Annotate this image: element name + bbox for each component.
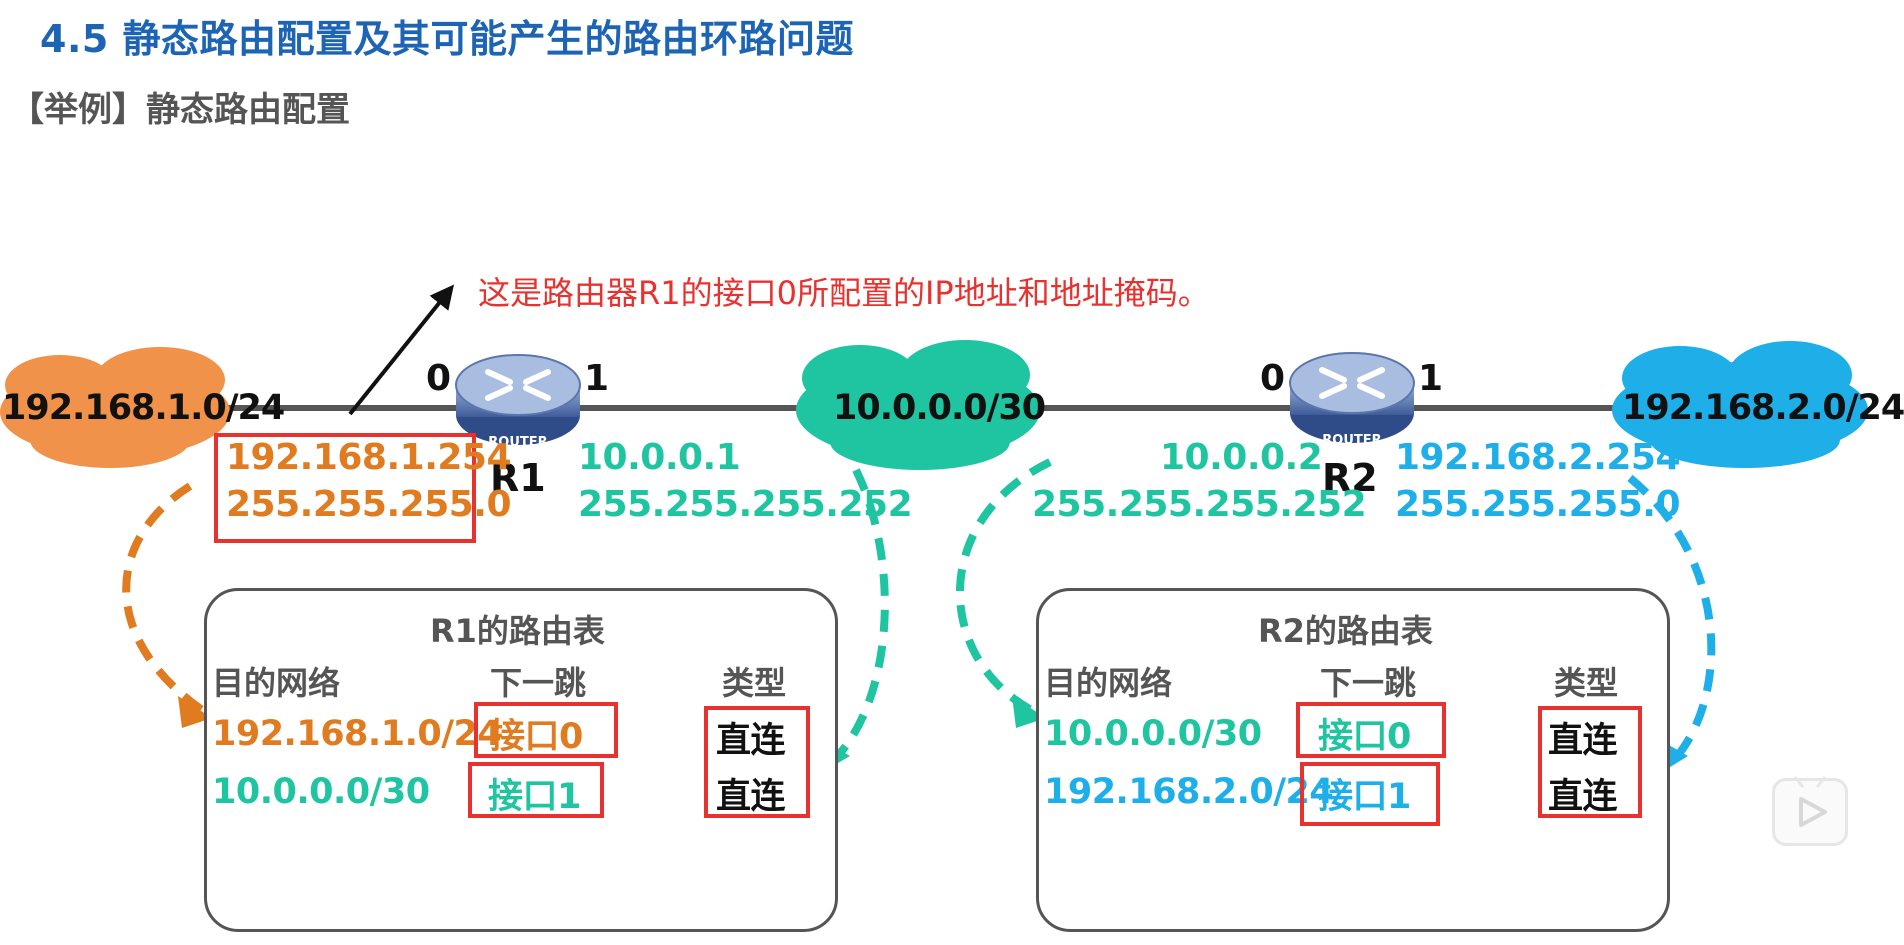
r2-hop-highlight-1 [1296, 702, 1446, 758]
r1-if1-ip: 10.0.0.1 [578, 437, 741, 478]
arrow-r2-if1 [1627, 474, 1716, 765]
r2-row1-hop: 接口0 [1318, 717, 1411, 757]
r1-col-hop: 下一跳 [490, 664, 587, 702]
r1-hop-highlight-2 [468, 762, 604, 818]
r2-if1-ip: 192.168.2.254 [1395, 437, 1681, 478]
network-left-label: 192.168.1.0/24 [2, 388, 285, 428]
r1-table-title: R1的路由表 [430, 612, 605, 650]
arrow-r1-if1 [829, 468, 889, 765]
r2-row2-dest: 192.168.2.0/24 [1044, 772, 1334, 812]
r2-row2-type: 直连 [1548, 777, 1618, 817]
arrow-r2-if0 [956, 458, 1052, 716]
page-subtitle: 【举例】静态路由配置 [10, 90, 350, 130]
router-r1-icon-text: ROUTER [488, 435, 547, 450]
r1-if0-ip: 192.168.1.254 [226, 437, 512, 478]
network-right-label: 192.168.2.0/24 [1622, 388, 1904, 428]
r1-col-dest: 目的网络 [212, 664, 341, 702]
r1-if1-mask: 255.255.255.252 [578, 484, 913, 525]
play-button[interactable] [1772, 776, 1848, 846]
annotation-arrow [348, 284, 455, 416]
r1-col-type: 类型 [722, 664, 787, 702]
r1-type-highlight [704, 706, 810, 818]
r1-row1-type: 直连 [716, 721, 786, 761]
arrow-r1-if0 [122, 482, 208, 716]
router-r1-name: R1 [490, 456, 546, 500]
r2-col-dest: 目的网络 [1044, 664, 1173, 702]
r2-port1-label: 1 [1418, 358, 1444, 399]
r1-if0-highlight-box [214, 433, 476, 543]
r2-col-hop: 下一跳 [1320, 664, 1417, 702]
network-middle-label: 10.0.0.0/30 [833, 388, 1046, 428]
r1-port0-label: 0 [426, 358, 452, 399]
r1-port1-label: 1 [584, 358, 610, 399]
arrow-r1-if0-head [178, 696, 212, 728]
page-title: 4.5 静态路由配置及其可能产生的路由环路问题 [40, 17, 855, 61]
annotation-note: 这是路由器R1的接口0所配置的IP地址和地址掩码。 [478, 274, 1210, 312]
r1-row1-dest: 192.168.1.0/24 [212, 714, 502, 754]
r2-if0-ip: 10.0.0.2 [1160, 437, 1323, 478]
r2-hop-highlight-2 [1300, 762, 1440, 826]
r2-type-highlight [1538, 706, 1642, 818]
r2-row1-type: 直连 [1548, 721, 1618, 761]
r2-col-type: 类型 [1554, 664, 1619, 702]
r2-table-title: R2的路由表 [1258, 612, 1433, 650]
r2-port0-label: 0 [1260, 358, 1286, 399]
router-r2-name: R2 [1322, 456, 1378, 500]
router-r2-icon-text: ROUTER [1322, 433, 1381, 448]
r1-row2-dest: 10.0.0.0/30 [212, 772, 430, 812]
play-icon [1793, 776, 1827, 827]
r2-row2-hop: 接口1 [1318, 777, 1411, 817]
cloud-right [1612, 341, 1868, 468]
r1-row2-type: 直连 [716, 777, 786, 817]
r2-row1-dest: 10.0.0.0/30 [1044, 714, 1262, 754]
cloud-middle [796, 340, 1040, 470]
r2-if1-mask: 255.255.255.0 [1395, 484, 1681, 525]
r2-routing-table [1036, 588, 1670, 932]
r1-row1-hop: 接口0 [490, 717, 583, 757]
router-r2-icon: ROUTER [1289, 352, 1415, 448]
cloud-left [0, 347, 230, 468]
r1-if0-mask: 255.255.255.0 [226, 484, 512, 525]
r1-row2-hop: 接口1 [488, 777, 581, 817]
router-r1-icon: ROUTER [455, 354, 581, 450]
r2-if0-mask: 255.255.255.252 [1032, 484, 1367, 525]
r1-hop-highlight-1 [474, 702, 618, 758]
r1-routing-table [204, 588, 838, 932]
